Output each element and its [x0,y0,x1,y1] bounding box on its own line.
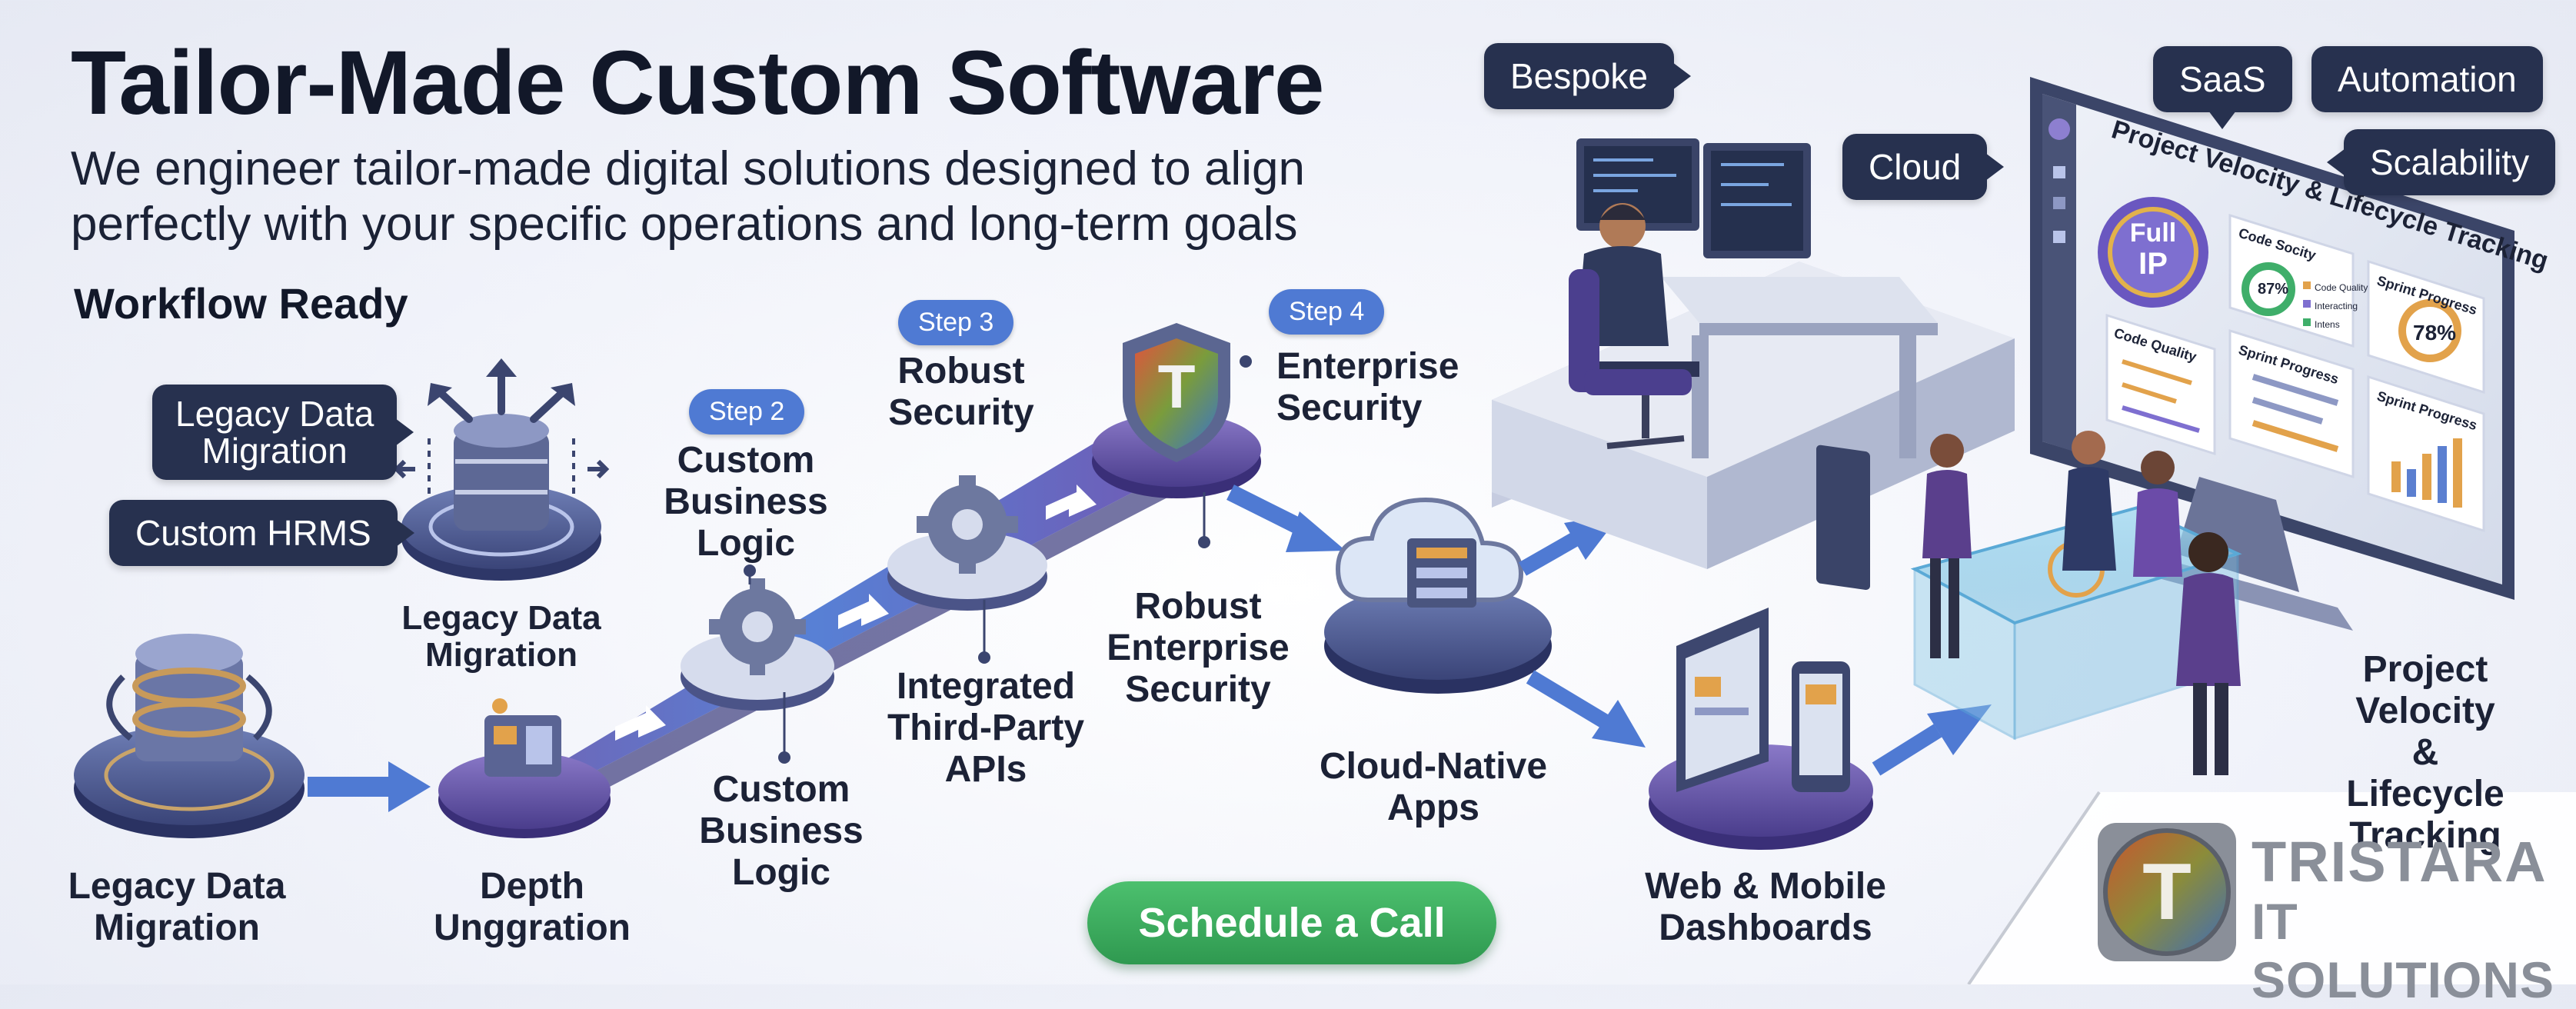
callout-scalability: Scalability [2326,129,2556,195]
page-title: Tailor-Made Custom Software [71,32,1325,134]
label-web-mobile-dashboards: Web & Mobile Dashboards [1645,866,1886,948]
page-subtitle: We engineer tailor-made digital solution… [71,142,1393,252]
step-2-badge: Step 2 [689,389,805,435]
label-custom-business-logic-top: Custom Business Logic [664,440,828,564]
web-mobile-platform [1649,608,1873,850]
legend-3: Intens [2315,319,2340,330]
brand-tagline: IT SOLUTIONS [2252,893,2555,1008]
gear-platform-1 [681,564,834,764]
label-robust-security: Robust Security [888,351,1034,433]
legend-2: Interacting [2315,301,2358,311]
shield-letter: T [1158,352,1196,421]
badge-line-2: IP [2138,247,2168,281]
subtitle-line-2: perfectly with your specific operations … [71,198,1298,251]
path-arrow-icon [1046,485,1097,520]
label-cloud-native-apps: Cloud-Native Apps [1319,746,1548,828]
developer-workstation [1492,138,2015,591]
label-legacy-migration-bottom: Legacy Data Migration [68,866,286,948]
database-platform [74,634,305,838]
subtitle-line-1: We engineer tailor-made digital solution… [71,142,1305,195]
workflow-label: Workflow Ready [74,279,408,328]
sprint-percent: 78% [2413,321,2456,345]
callout-bespoke: Bespoke [1484,43,1692,109]
callout-legacy-data-migration: Legacy Data Migration [152,385,414,480]
gear-platform-2 [887,475,1047,664]
integration-platform [438,698,611,838]
label-project-velocity: Project Velocity & Lifecycle Tracking [2346,649,2504,856]
security-shield-platform [1092,323,1261,548]
legend-1: Code Quality [2315,282,2368,293]
legacy-migration-platform-top [393,358,610,581]
cloud-platform [1324,497,1552,694]
arrow-icon [308,761,431,812]
arrow-icon [1226,485,1346,552]
code-percent: 87% [2258,281,2288,298]
step-4-badge: Step 4 [1269,289,1385,335]
label-legacy-migration-top: Legacy Data Migration [401,599,601,674]
path-arrow-icon [838,594,889,629]
label-depth-unggration: Depth Unggration [434,866,631,948]
workflow-illustration: T [74,77,2576,984]
badge-line-1: Full [2130,218,2176,248]
callout-custom-hrms: Custom HRMS [109,500,414,566]
brand-logo-letter: T [2142,847,2192,937]
callout-cloud: Cloud [1842,134,2005,200]
label-integrated-apis: Integrated Third-Party APIs [887,666,1085,790]
brand-name: TRISTARA [2252,830,2548,894]
arrow-icon [1872,704,1992,776]
callout-saas: SaaS [2153,46,2292,129]
step-3-badge: Step 3 [898,300,1014,345]
brand-area [1967,791,2576,984]
label-custom-business-logic-bottom: Custom Business Logic [699,769,864,893]
schedule-call-button[interactable]: Schedule a Call [1087,881,1496,964]
callout-automation: Automation [2311,46,2543,112]
label-enterprise-security: Enterprise Security [1276,346,1459,428]
label-robust-enterprise-security: Robust Enterprise Security [1107,586,1290,710]
path-arrow-icon [615,705,666,741]
team-table [1910,431,2242,775]
